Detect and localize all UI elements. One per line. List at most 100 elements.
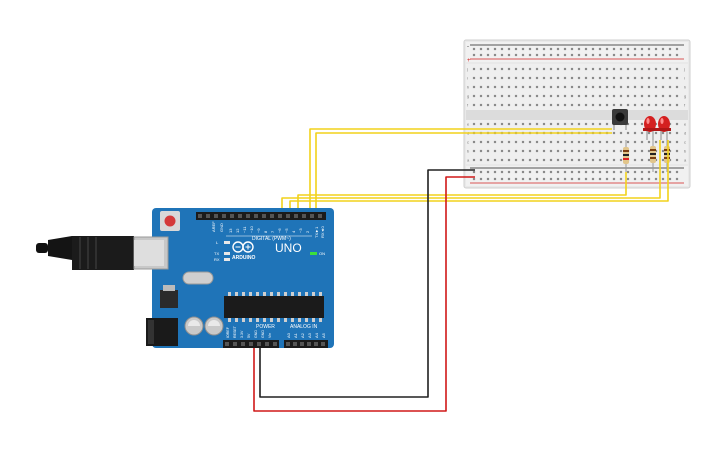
rail-hole[interactable]	[675, 53, 679, 57]
rail-hole[interactable]	[640, 177, 644, 181]
rail-hole[interactable]	[661, 53, 665, 57]
header-pin[interactable]	[310, 214, 314, 218]
breadboard-hole[interactable]	[570, 140, 574, 144]
breadboard-hole[interactable]	[535, 158, 539, 162]
breadboard-hole[interactable]	[528, 85, 532, 89]
rail-hole[interactable]	[654, 170, 658, 174]
breadboard-hole[interactable]	[668, 140, 672, 144]
breadboard-hole[interactable]	[507, 122, 511, 126]
wire-signal-button[interactable]	[309, 128, 612, 212]
breadboard-hole[interactable]	[521, 94, 525, 98]
breadboard-hole[interactable]	[612, 76, 616, 80]
rail-hole[interactable]	[528, 177, 532, 181]
rail-hole[interactable]	[612, 170, 616, 174]
breadboard-hole[interactable]	[556, 149, 560, 153]
rail-hole[interactable]	[633, 170, 637, 174]
breadboard-hole[interactable]	[612, 140, 616, 144]
breadboard-hole[interactable]	[668, 94, 672, 98]
breadboard-hole[interactable]	[493, 94, 497, 98]
breadboard-hole[interactable]	[563, 94, 567, 98]
breadboard-hole[interactable]	[605, 158, 609, 162]
breadboard-hole[interactable]	[570, 67, 574, 71]
rail-hole[interactable]	[619, 170, 623, 174]
breadboard-hole[interactable]	[668, 131, 672, 135]
breadboard-hole[interactable]	[647, 103, 651, 107]
red-led-2[interactable]	[657, 116, 671, 140]
rail-hole[interactable]	[486, 53, 490, 57]
analog-header-pin[interactable]	[307, 342, 311, 346]
breadboard-hole[interactable]	[605, 94, 609, 98]
rail-hole[interactable]	[486, 47, 490, 51]
rail-hole[interactable]	[542, 170, 546, 174]
header-pin[interactable]	[278, 214, 282, 218]
breadboard-hole[interactable]	[591, 149, 595, 153]
breadboard-hole[interactable]	[514, 140, 518, 144]
power-header-pin[interactable]	[241, 342, 245, 346]
rail-hole[interactable]	[493, 47, 497, 51]
breadboard-hole[interactable]	[472, 140, 476, 144]
breadboard-hole[interactable]	[556, 67, 560, 71]
breadboard-hole[interactable]	[577, 76, 581, 80]
breadboard-hole[interactable]	[675, 158, 679, 162]
breadboard-hole[interactable]	[507, 85, 511, 89]
breadboard-hole[interactable]	[472, 76, 476, 80]
breadboard-hole[interactable]	[591, 140, 595, 144]
breadboard-hole[interactable]	[640, 140, 644, 144]
breadboard-hole[interactable]	[619, 149, 623, 153]
breadboard-hole[interactable]	[535, 103, 539, 107]
rail-hole[interactable]	[598, 47, 602, 51]
analog-header-pin[interactable]	[314, 342, 318, 346]
rail-hole[interactable]	[626, 47, 630, 51]
breadboard-hole[interactable]	[472, 67, 476, 71]
rail-hole[interactable]	[668, 53, 672, 57]
rail-hole[interactable]	[640, 170, 644, 174]
rail-hole[interactable]	[598, 170, 602, 174]
rail-hole[interactable]	[479, 177, 483, 181]
breadboard-hole[interactable]	[633, 76, 637, 80]
breadboard-hole[interactable]	[661, 67, 665, 71]
breadboard-hole[interactable]	[486, 94, 490, 98]
rail-hole[interactable]	[542, 53, 546, 57]
breadboard-hole[interactable]	[626, 103, 630, 107]
header-pin[interactable]	[294, 214, 298, 218]
breadboard-hole[interactable]	[549, 158, 553, 162]
rail-hole[interactable]	[577, 170, 581, 174]
breadboard-hole[interactable]	[493, 76, 497, 80]
header-pin[interactable]	[270, 214, 274, 218]
breadboard-hole[interactable]	[493, 122, 497, 126]
rail-hole[interactable]	[647, 47, 651, 51]
breadboard-hole[interactable]	[668, 85, 672, 89]
breadboard-hole[interactable]	[675, 94, 679, 98]
breadboard-hole[interactable]	[661, 140, 665, 144]
top-power-rail[interactable]	[466, 42, 688, 62]
rail-hole[interactable]	[535, 177, 539, 181]
breadboard-hole[interactable]	[514, 149, 518, 153]
breadboard-hole[interactable]	[591, 67, 595, 71]
rail-hole[interactable]	[479, 170, 483, 174]
breadboard-hole[interactable]	[605, 149, 609, 153]
breadboard-hole[interactable]	[619, 94, 623, 98]
breadboard-hole[interactable]	[563, 140, 567, 144]
rail-hole[interactable]	[472, 170, 476, 174]
breadboard-hole[interactable]	[654, 94, 658, 98]
breadboard-hole[interactable]	[647, 149, 651, 153]
breadboard-hole[interactable]	[570, 85, 574, 89]
breadboard-hole[interactable]	[626, 76, 630, 80]
breadboard-hole[interactable]	[535, 122, 539, 126]
header-pin[interactable]	[230, 214, 234, 218]
breadboard-hole[interactable]	[542, 76, 546, 80]
breadboard-hole[interactable]	[500, 158, 504, 162]
rail-hole[interactable]	[668, 47, 672, 51]
rail-hole[interactable]	[619, 47, 623, 51]
breadboard-hole[interactable]	[612, 67, 616, 71]
breadboard-hole[interactable]	[584, 94, 588, 98]
rail-hole[interactable]	[542, 47, 546, 51]
rail-hole[interactable]	[521, 177, 525, 181]
breadboard-hole[interactable]	[542, 140, 546, 144]
rail-hole[interactable]	[549, 47, 553, 51]
analog-header-pin[interactable]	[300, 342, 304, 346]
breadboard-hole[interactable]	[486, 67, 490, 71]
breadboard-hole[interactable]	[507, 158, 511, 162]
breadboard-hole[interactable]	[647, 158, 651, 162]
breadboard-hole[interactable]	[486, 103, 490, 107]
